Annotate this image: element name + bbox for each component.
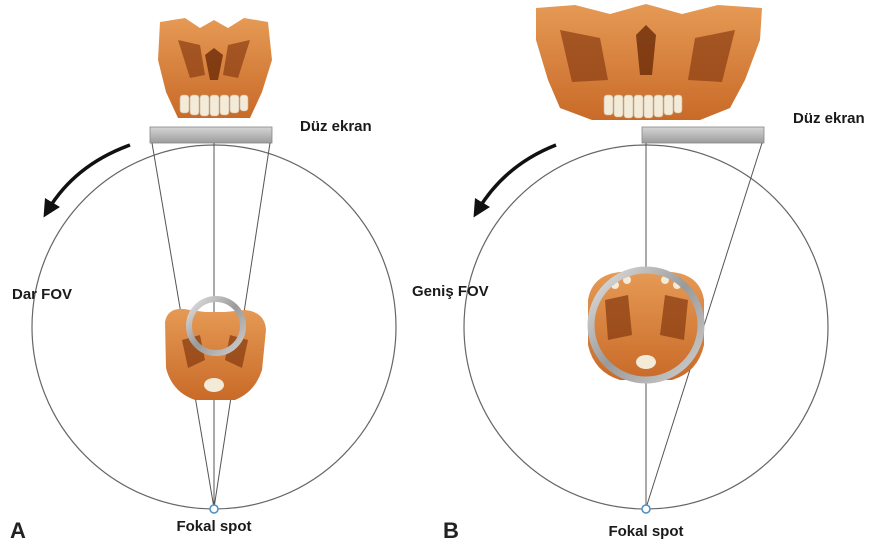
focal-spot-a — [210, 505, 218, 513]
teeth-b — [604, 95, 682, 118]
focal-spot-b — [642, 505, 650, 513]
fov-label-b: Geniş FOV — [412, 283, 489, 300]
flat-panel-detector-b — [642, 127, 764, 143]
flat-panel-detector-a — [150, 127, 272, 143]
rotation-arrow-a — [48, 145, 130, 210]
panel-b: Düz ekran Geniş FOV Fokal spot B — [412, 4, 865, 543]
panel-a: Düz ekran Dar FOV Fokal spot A — [10, 18, 396, 543]
teeth-a — [180, 95, 248, 116]
skull-frontal-a — [158, 18, 272, 118]
rotation-arrow-b — [478, 145, 556, 210]
panel-letter-a: A — [10, 518, 26, 543]
focal-label-b: Fokal spot — [608, 523, 683, 540]
detector-label-b: Düz ekran — [793, 110, 865, 127]
skull-frontal-b — [536, 4, 762, 120]
focal-label-a: Fokal spot — [176, 518, 251, 535]
detector-label-a: Düz ekran — [300, 118, 372, 135]
fov-label-a: Dar FOV — [12, 286, 72, 303]
panel-letter-b: B — [443, 518, 459, 543]
